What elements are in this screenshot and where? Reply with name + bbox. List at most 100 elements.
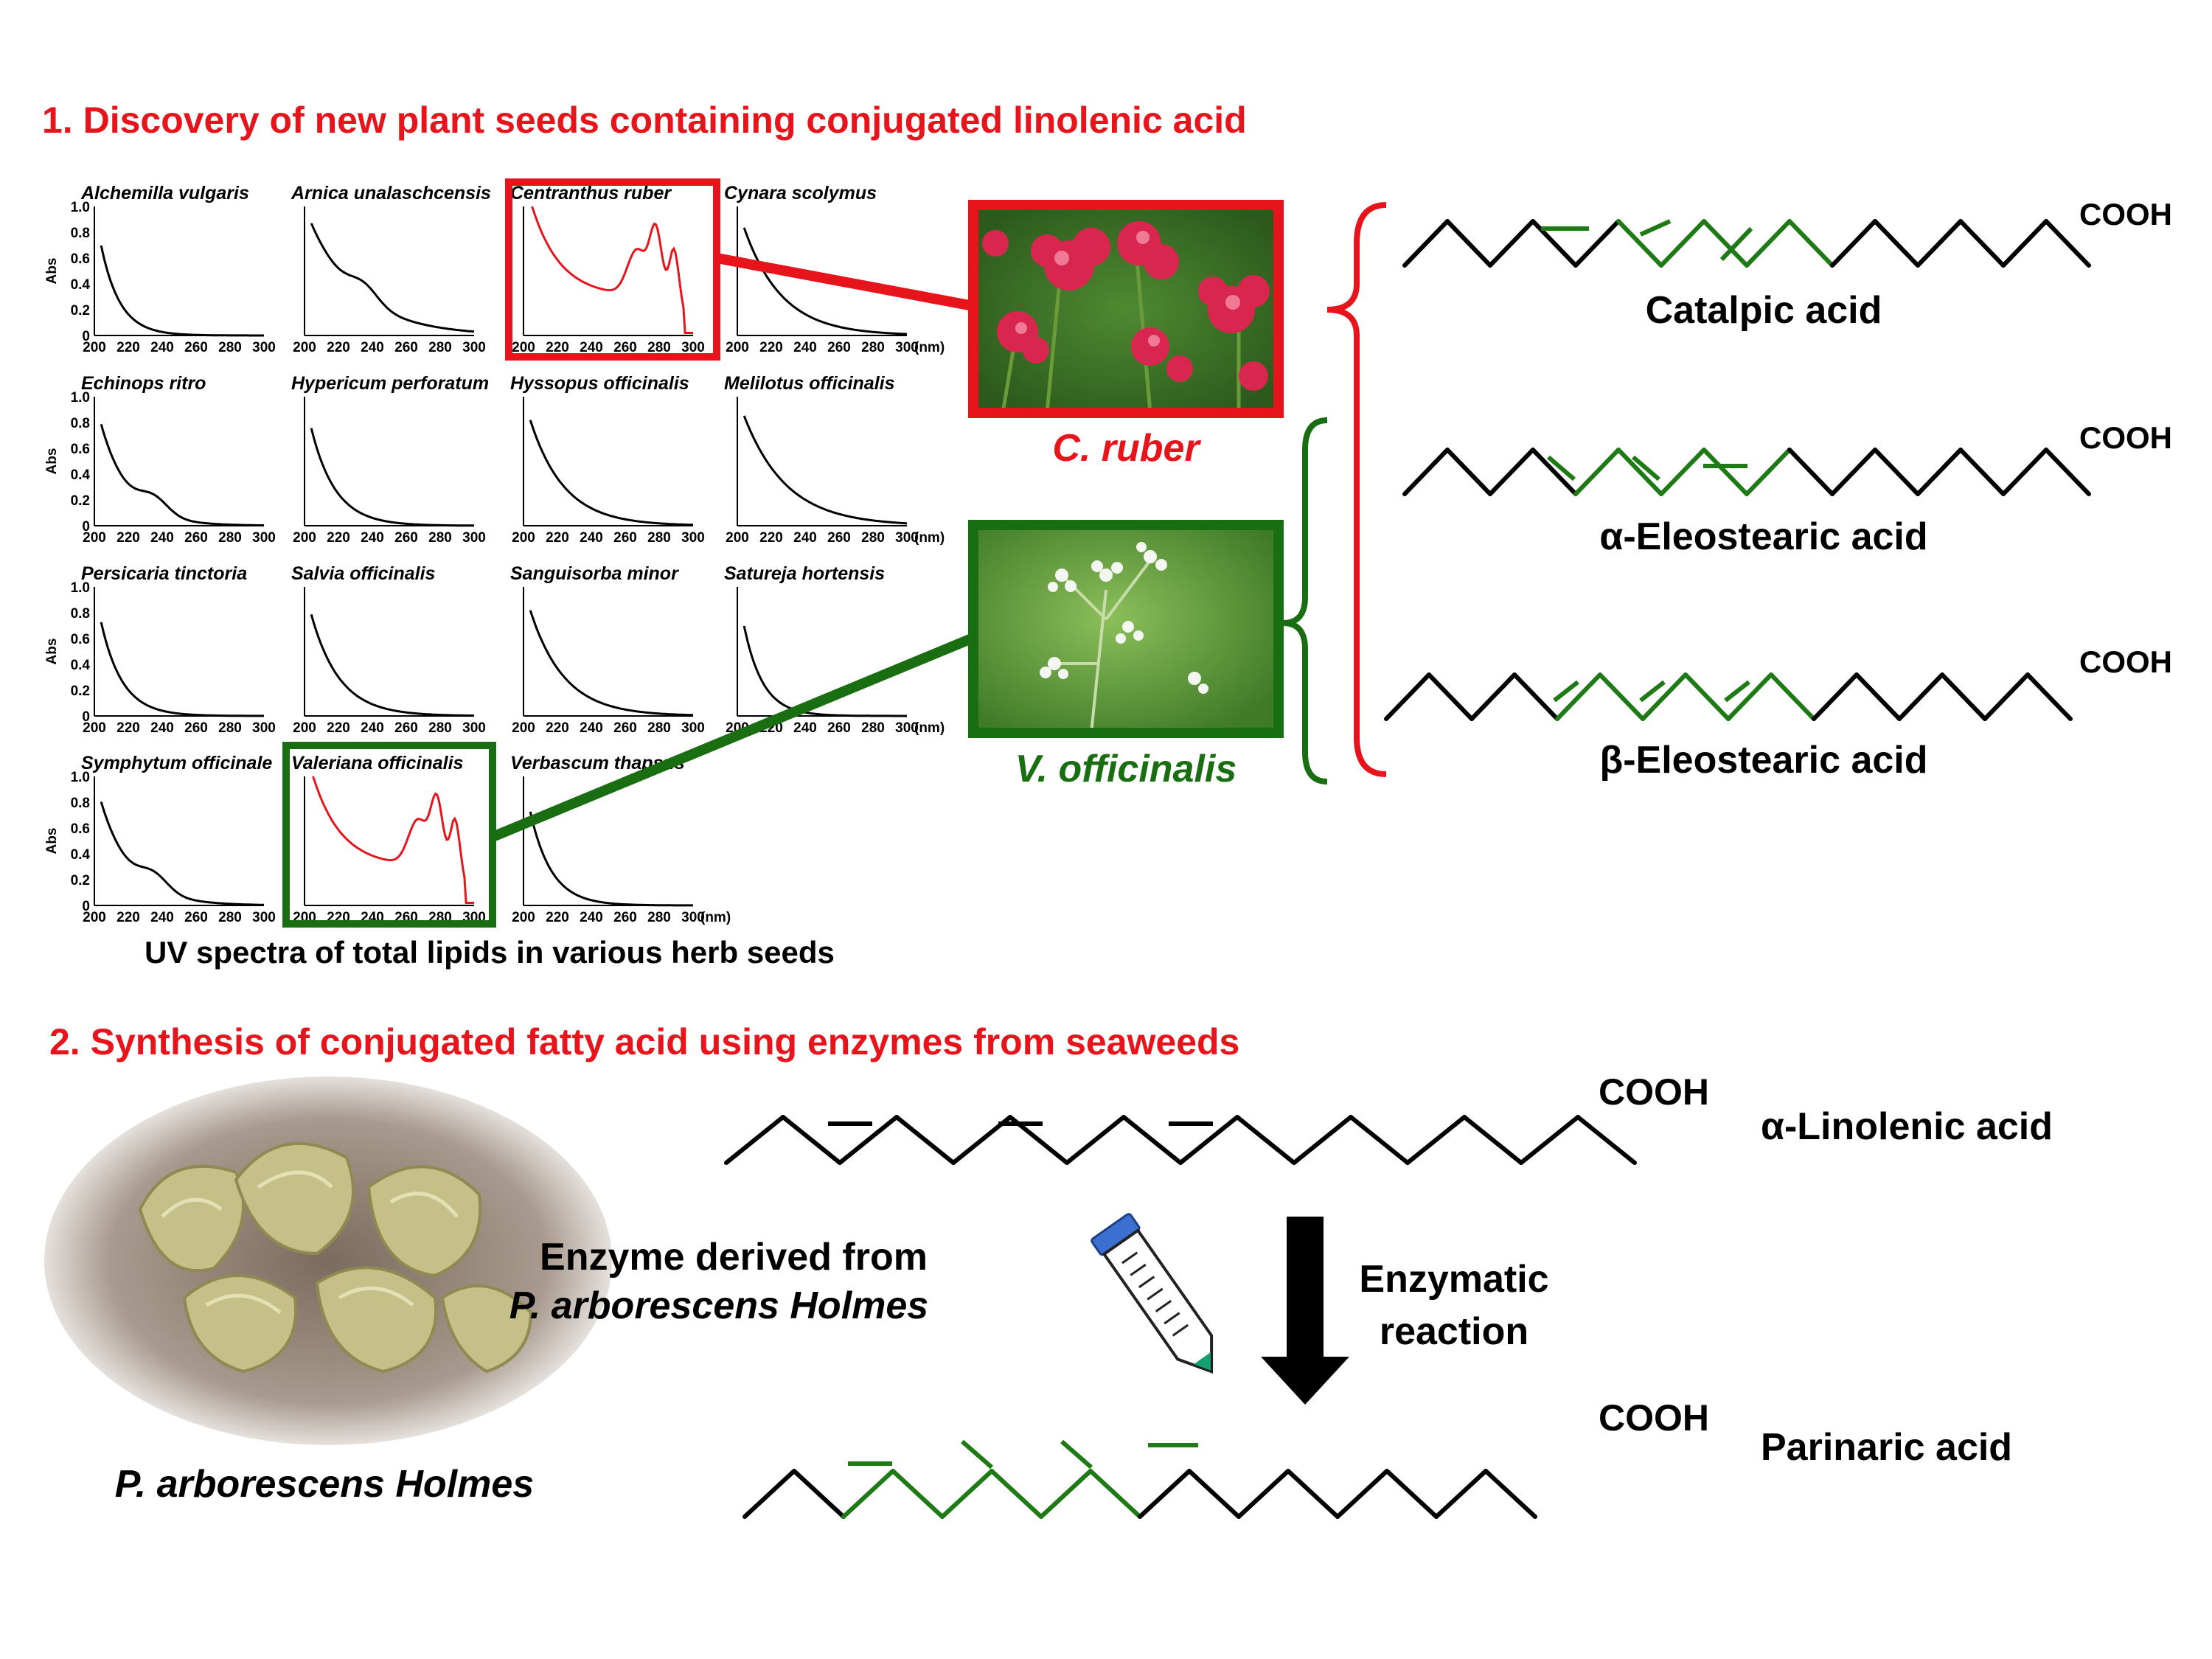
chain-bond xyxy=(2044,448,2091,496)
chain-bond xyxy=(1745,219,1792,268)
y-tick-label: 0.4 xyxy=(71,658,91,673)
chain-bond xyxy=(1726,672,1773,721)
chain-bond xyxy=(1405,1115,1467,1165)
x-tick-label: 220 xyxy=(759,530,783,546)
x-tick-label: 260 xyxy=(394,340,418,355)
chain-bond xyxy=(1187,1469,1241,1519)
x-tick-label: 200 xyxy=(83,530,106,546)
y-tick-label: 0 xyxy=(82,329,90,344)
x-tick-label: 300 xyxy=(895,720,919,736)
x-tick-label: 220 xyxy=(327,340,350,355)
x-tick-label: 280 xyxy=(218,530,242,546)
x-tick-label: 240 xyxy=(793,720,817,736)
x-tick-label: 280 xyxy=(428,340,452,355)
chain-bond xyxy=(940,1469,994,1519)
c-ruber-photo xyxy=(968,200,1284,418)
chain-bond xyxy=(1555,672,1602,721)
chain-bond xyxy=(1138,1469,1192,1519)
x-tick-label: 220 xyxy=(116,720,140,736)
x-tick-label: 240 xyxy=(361,340,384,355)
chain-bond xyxy=(990,1469,1043,1519)
spectrum-curve xyxy=(531,206,693,334)
double-bond xyxy=(1632,455,1660,481)
chain-bond xyxy=(792,1469,846,1519)
x-tick-label: 220 xyxy=(116,530,140,546)
y-tick-label: 0.2 xyxy=(71,493,90,509)
chain-bond xyxy=(1286,1469,1340,1519)
chain-bond xyxy=(1065,1115,1126,1165)
chain-bond xyxy=(1039,1469,1093,1519)
chain-bond xyxy=(1830,219,1877,268)
x-tick-label: 300 xyxy=(681,910,705,925)
chain-bond xyxy=(781,1115,842,1165)
chain-bond xyxy=(1531,448,1578,496)
alpha-linolenic-acid-structure xyxy=(724,1115,1637,1165)
x-tick-label: 200 xyxy=(293,340,316,355)
v-officinalis-label: V. officinalis xyxy=(1015,748,1237,790)
spectrum-curve xyxy=(310,223,475,333)
x-tick-label: 200 xyxy=(512,910,535,925)
chain-bond xyxy=(1916,448,1963,496)
x-tick-label: 220 xyxy=(546,910,569,925)
chain-bond xyxy=(1745,448,1792,496)
spectrum-title: Hyssopus officinalis xyxy=(510,373,689,394)
spectrum-title: Echinops ritro xyxy=(81,373,206,394)
x-tick-label: 240 xyxy=(580,720,603,736)
chain-bond xyxy=(1616,448,1663,496)
x-tick-label: 300 xyxy=(462,530,486,546)
chain-bond xyxy=(1576,1115,1637,1165)
chain-bond xyxy=(1445,219,1492,268)
beta-eleostearic-acid-structure xyxy=(1384,672,2073,721)
chain-bond xyxy=(742,1469,796,1519)
catalpic-cooh: COOH xyxy=(2079,197,2172,232)
spectrum-curve xyxy=(529,610,693,717)
x-tick-label: 260 xyxy=(394,720,418,736)
spectrum-curve xyxy=(529,420,693,526)
chain-bond xyxy=(1488,219,1535,268)
x-tick-label: 260 xyxy=(613,340,637,355)
chain-bond xyxy=(1470,672,1517,721)
x-tick-label: 200 xyxy=(726,530,749,546)
x-unit-label: (nm) xyxy=(914,340,945,355)
v-officinalis-photo xyxy=(968,520,1284,738)
seaweed-caption: P. arborescens Holmes xyxy=(115,1463,534,1506)
x-tick-label: 200 xyxy=(512,720,535,736)
enzyme-line1: Enzyme derived from xyxy=(540,1236,928,1279)
x-tick-label: 200 xyxy=(83,340,106,355)
spectrum-curve xyxy=(742,625,907,717)
chain-bond xyxy=(1445,448,1492,496)
chain-bond xyxy=(1958,448,2006,496)
chain-bond xyxy=(1787,448,1834,496)
x-tick-label: 200 xyxy=(293,720,316,736)
chain-bond xyxy=(1641,672,1688,721)
x-tick-label: 280 xyxy=(861,340,885,355)
y-axis-label: Abs xyxy=(44,448,60,475)
y-tick-label: 1.0 xyxy=(71,580,90,596)
x-tick-label: 300 xyxy=(681,530,705,546)
double-bond xyxy=(961,1439,993,1470)
y-tick-label: 0 xyxy=(82,519,90,535)
y-tick-label: 0.6 xyxy=(71,442,90,457)
chain-bond xyxy=(1573,448,1621,496)
parinaric-acid-structure xyxy=(742,1439,1537,1519)
x-tick-label: 240 xyxy=(793,530,817,546)
beta-eleostearic-acid-label: β-Eleostearic acid xyxy=(1599,739,1927,782)
double-bond xyxy=(1547,455,1576,481)
x-tick-label: 280 xyxy=(428,720,452,736)
chain-bond xyxy=(1178,1115,1239,1165)
chain-bond xyxy=(894,1115,956,1165)
x-tick-label: 260 xyxy=(613,910,637,925)
spectrum-curve xyxy=(529,811,693,907)
spectrum-title: Persicaria tinctoria xyxy=(81,563,247,584)
x-tick-label: 200 xyxy=(83,720,106,736)
chain-bond xyxy=(1484,1469,1537,1519)
